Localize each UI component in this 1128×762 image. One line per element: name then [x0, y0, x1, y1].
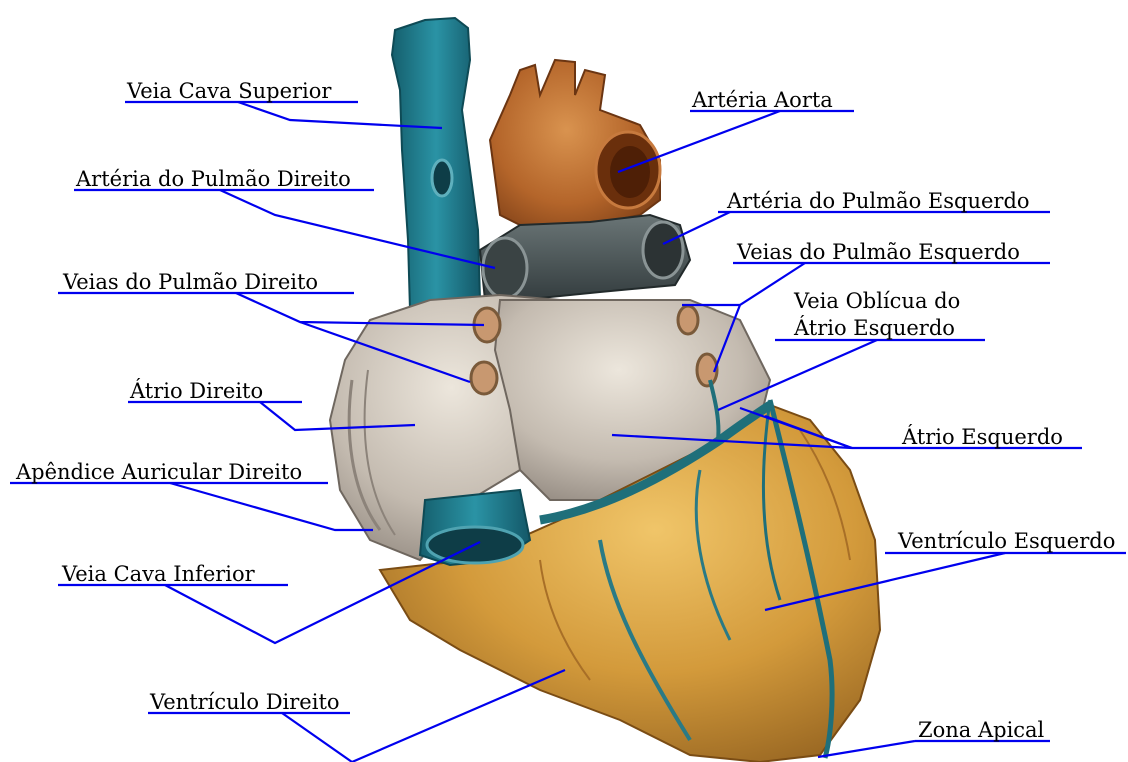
label-right-pulmonary-artery: Artéria do Pulmão Direito	[76, 168, 351, 190]
label-inferior-vena-cava: Veia Cava Inferior	[62, 563, 255, 585]
label-right-atrium: Átrio Direito	[130, 380, 263, 402]
label-left-pulmonary-artery: Artéria do Pulmão Esquerdo	[727, 190, 1030, 212]
label-oblique-vein-line1: Veia Oblícua do	[794, 290, 960, 312]
label-right-ventricle: Ventrículo Direito	[150, 691, 340, 713]
label-aorta-artery: Artéria Aorta	[692, 89, 833, 111]
label-left-atrium: Átrio Esquerdo	[902, 426, 1063, 448]
label-apical-zone: Zona Apical	[918, 719, 1044, 741]
label-left-pulmonary-veins: Veias do Pulmão Esquerdo	[737, 241, 1020, 263]
label-superior-vena-cava: Veia Cava Superior	[127, 80, 331, 102]
label-left-ventricle: Ventrículo Esquerdo	[898, 530, 1115, 552]
label-oblique-vein-line2: Átrio Esquerdo	[794, 317, 955, 339]
label-right-pulmonary-veins: Veias do Pulmão Direito	[63, 271, 318, 293]
label-right-auricular-appendage: Apêndice Auricular Direito	[16, 461, 302, 483]
